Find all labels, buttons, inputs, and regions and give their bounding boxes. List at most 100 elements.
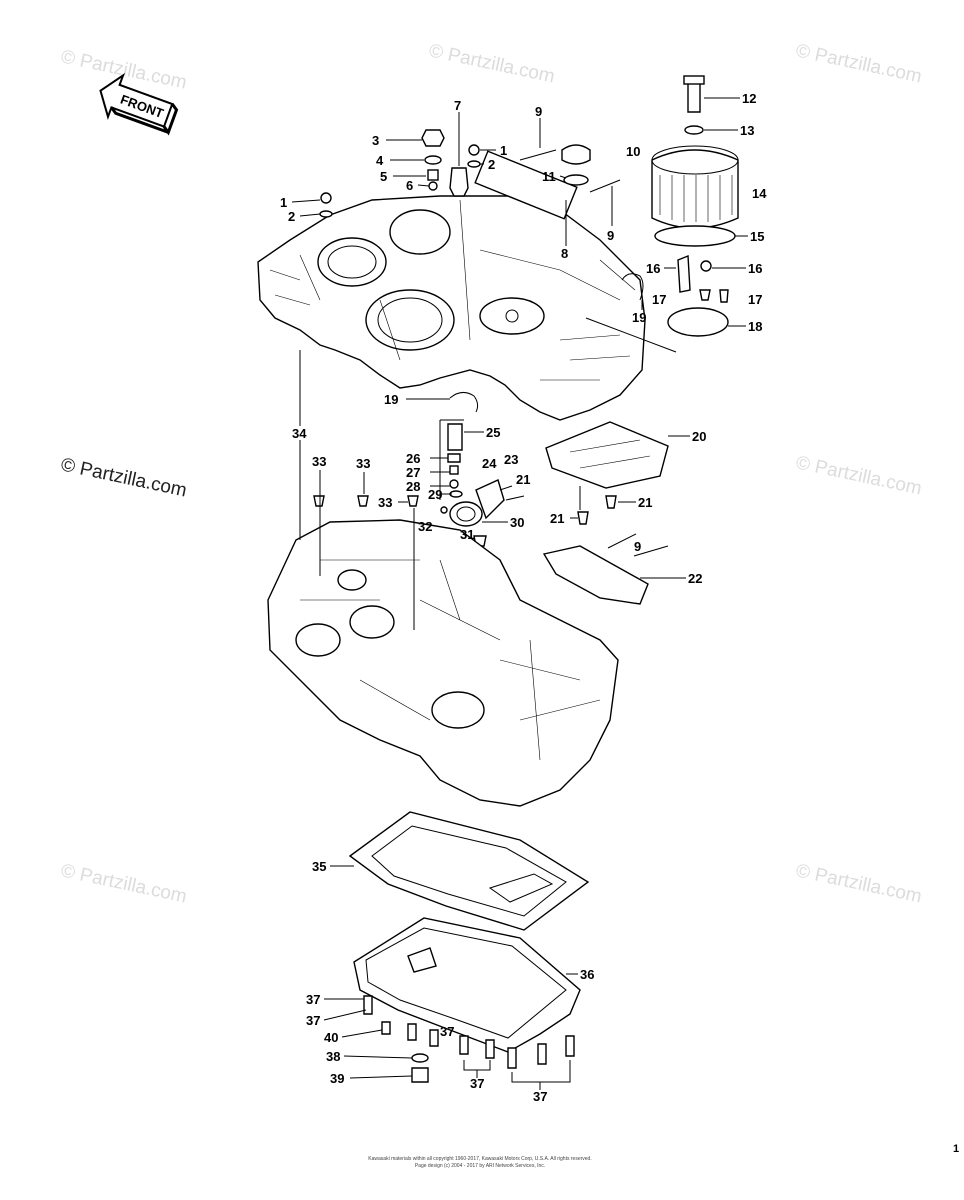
watermark-right-middle: © Partzilla.com <box>794 452 924 499</box>
callout-28: 28 <box>406 479 420 494</box>
bracket-37-right <box>511 1060 571 1090</box>
bolt-17b <box>719 289 729 303</box>
callout-17a: 17 <box>652 292 666 307</box>
seal-30 <box>449 501 483 527</box>
callout-3: 3 <box>372 133 379 148</box>
callout-21a: 21 <box>516 472 530 487</box>
top-small-parts <box>319 129 621 218</box>
callout-24: 24 <box>482 456 497 471</box>
oil-pan-body <box>353 917 581 1053</box>
callout-1a: 1 <box>280 195 287 210</box>
bolt-37d <box>459 1035 469 1055</box>
callout-9c: 9 <box>634 539 641 554</box>
oil-strainer <box>407 947 437 973</box>
bolt-17a <box>699 289 711 301</box>
jet-33c <box>407 495 419 507</box>
callout-14: 14 <box>752 186 767 201</box>
bolt-21b <box>605 495 617 509</box>
callout-11: 11 <box>542 169 556 184</box>
upper-case-detail-lines <box>269 199 636 381</box>
cap-1a <box>320 192 332 204</box>
callout-16a: 16 <box>646 261 660 276</box>
callout-36: 36 <box>580 967 594 982</box>
callout-6: 6 <box>406 178 413 193</box>
oil-filter-seat-hole <box>505 309 519 323</box>
oil-filter-top <box>651 145 739 175</box>
oil-pan-rim <box>365 927 567 1039</box>
crank-bearing-housing-inner <box>377 297 443 343</box>
watermark-bottom-left: © Partzilla.com <box>59 860 189 907</box>
oring-19 <box>621 273 644 301</box>
front-arrow-shadow <box>110 103 179 136</box>
callout-34: 34 <box>292 426 307 441</box>
callout-19b: 19 <box>384 392 398 407</box>
bolt-40 <box>381 1021 391 1035</box>
bolt-9c-b <box>633 545 669 557</box>
cylinder-bore-center <box>389 209 451 255</box>
watermark-top-right: © Partzilla.com <box>794 40 924 87</box>
lower-bearing-1 <box>295 623 341 657</box>
oil-filter-bolt-head <box>683 75 705 85</box>
bolt-23 <box>499 485 513 491</box>
oil-pan-gasket-window <box>488 873 554 903</box>
callout-35: 35 <box>312 859 326 874</box>
seal-30-inner <box>456 506 476 522</box>
callout-17b: 17 <box>748 292 762 307</box>
oil-filter-seat <box>479 297 545 335</box>
oil-pan-gasket-inner <box>371 825 567 917</box>
bottom-bolts <box>363 995 575 1090</box>
bolt-9a <box>519 149 557 161</box>
callout-33b: 33 <box>356 456 370 471</box>
callout-33a: 33 <box>312 454 326 469</box>
copyright-line-1: Kawasaki materials within all copyright … <box>368 1156 592 1162</box>
bolt-9c-a <box>607 533 637 549</box>
bolt-37c <box>429 1029 439 1047</box>
copyright-footer: Kawasaki materials within all copyright … <box>300 1156 660 1170</box>
bolt-21c <box>577 511 589 525</box>
oil-pipe-plug-16 <box>700 260 712 272</box>
cover-24 <box>475 479 505 520</box>
leader-lines <box>291 97 748 1079</box>
oil-filter-element <box>651 149 739 229</box>
callout-37a: 37 <box>306 992 320 1007</box>
upper-crankcase <box>257 150 646 421</box>
callout-31: 31 <box>460 527 474 542</box>
oil-pan-gasket <box>348 811 590 931</box>
callout-20: 20 <box>692 429 706 444</box>
front-arrow-shape <box>99 72 174 128</box>
callout-18: 18 <box>748 319 762 334</box>
copyright-line-2: Page design (c) 2004 - 2017 by ARI Netwo… <box>414 1163 546 1169</box>
callout-9a: 9 <box>535 104 542 119</box>
bolt-37h <box>565 1035 575 1057</box>
oil-filler-cap-3 <box>421 129 445 147</box>
lower-case-detail-lines <box>300 559 601 761</box>
callout-37b: 37 <box>306 1013 320 1028</box>
callout-40: 40 <box>324 1030 338 1045</box>
callout-19a: 19 <box>632 310 646 325</box>
watermark-bottom-right: © Partzilla.com <box>794 860 924 907</box>
upper-crankcase-body <box>257 195 646 421</box>
callout-1b: 1 <box>500 143 507 158</box>
washer-38 <box>411 1053 429 1063</box>
callout-2a: 2 <box>288 209 295 224</box>
callout-30: 30 <box>510 515 524 530</box>
relief-valve-25 <box>447 423 463 451</box>
cylinder-bore-left-inner <box>327 245 377 279</box>
oil-filter-bolt <box>687 79 701 113</box>
oil-filter-cover <box>667 307 729 337</box>
ball-6 <box>428 181 438 191</box>
callout-4: 4 <box>376 153 384 168</box>
callout-25: 25 <box>486 425 500 440</box>
bolt-37a <box>363 995 373 1015</box>
bolt-37e <box>485 1039 495 1059</box>
callout-22: 22 <box>688 571 702 586</box>
oil-filter-pleats <box>659 175 733 222</box>
callout-13: 13 <box>740 123 754 138</box>
lower-crankcase-body <box>267 519 619 807</box>
bolt-37b <box>407 1023 417 1041</box>
breather-plate-20 <box>545 421 669 489</box>
watermark-left-middle: © Partzilla.com <box>59 454 189 501</box>
bracket-37-left <box>463 1060 491 1078</box>
callout-10: 10 <box>626 144 640 159</box>
